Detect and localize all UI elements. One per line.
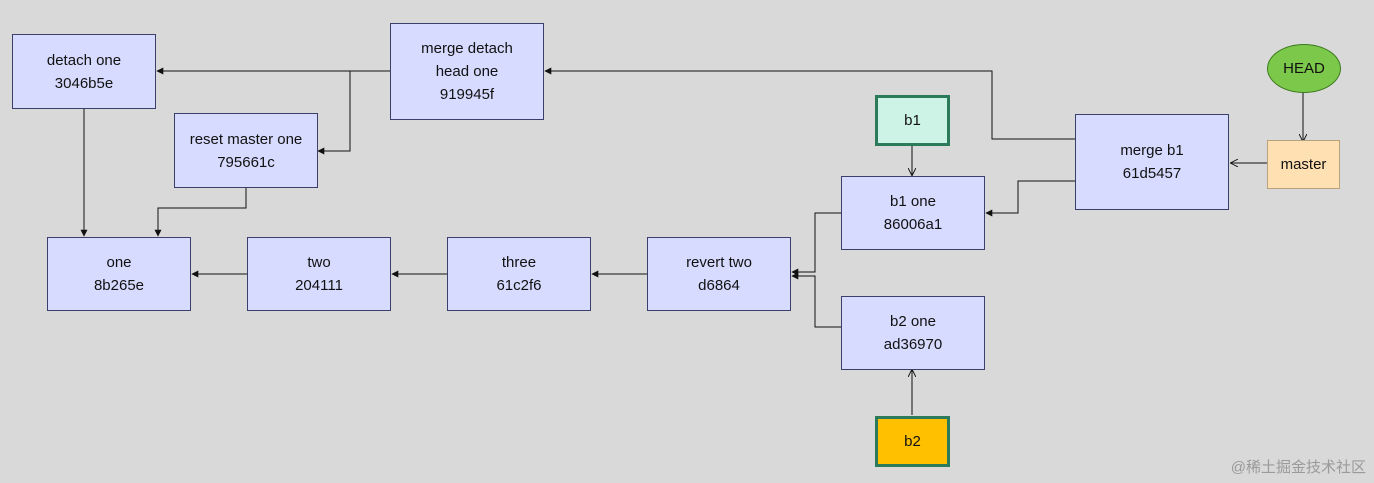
commit-label: three <box>501 254 537 271</box>
edge-b2one-to-reverttwo <box>791 272 841 328</box>
commit-label: two <box>307 254 331 271</box>
edge-resetmaster-to-one <box>154 188 247 237</box>
branch-master: master <box>1267 140 1340 189</box>
commit-label: b2 one <box>890 313 936 330</box>
commit-revert-two: revert two d6864 <box>647 237 791 311</box>
commit-b2-one: b2 one ad36970 <box>841 296 985 370</box>
commit-label-line1: merge detach <box>421 40 513 57</box>
commit-three: three 61c2f6 <box>447 237 591 311</box>
branch-b2: b2 <box>875 416 950 467</box>
branch-label: master <box>1280 156 1327 173</box>
commit-hash: 919945f <box>439 86 495 103</box>
commit-hash: 61d5457 <box>1122 165 1182 182</box>
commit-label: revert two <box>686 254 752 271</box>
branch-b1: b1 <box>875 95 950 146</box>
commit-hash: d6864 <box>698 277 740 294</box>
commit-label-line2: head one <box>435 63 499 80</box>
watermark: @稀土掘金技术社区 <box>1230 459 1366 476</box>
commit-hash: 8b265e <box>93 277 145 294</box>
commit-detach-one: detach one 3046b5e <box>12 34 156 109</box>
head-pointer: HEAD <box>1267 44 1341 93</box>
edge-mergedetach-to-resetmaster <box>317 71 351 155</box>
commit-hash: 204111 <box>295 277 343 294</box>
commit-reset-master-one: reset master one 795661c <box>174 113 318 188</box>
branch-label: b2 <box>904 433 921 450</box>
commit-hash: 61c2f6 <box>496 277 542 294</box>
edge-mergeb1-to-b1one <box>985 180 1075 217</box>
commit-merge-detach-head-one: merge detach head one 919945f <box>390 23 544 120</box>
commit-label: b1 one <box>890 193 936 210</box>
commit-label: detach one <box>46 51 122 69</box>
commit-hash: ad36970 <box>883 336 943 353</box>
head-label: HEAD <box>1283 60 1325 77</box>
commit-label: one <box>106 254 132 271</box>
commit-hash: 86006a1 <box>883 216 943 233</box>
commit-hash: 3046b5e <box>54 74 114 92</box>
edge-mergeb1-to-mergedetach <box>544 67 1075 140</box>
commit-label: merge b1 <box>1120 142 1184 159</box>
branch-label: b1 <box>904 112 921 129</box>
commit-merge-b1: merge b1 61d5457 <box>1075 114 1229 210</box>
edge-b1one-to-reverttwo <box>791 212 841 276</box>
commit-hash: 795661c <box>217 153 275 171</box>
commit-two: two 204111 <box>247 237 391 311</box>
commit-label: reset master one <box>189 130 303 148</box>
commit-b1-one: b1 one 86006a1 <box>841 176 985 250</box>
commit-one: one 8b265e <box>47 237 191 311</box>
